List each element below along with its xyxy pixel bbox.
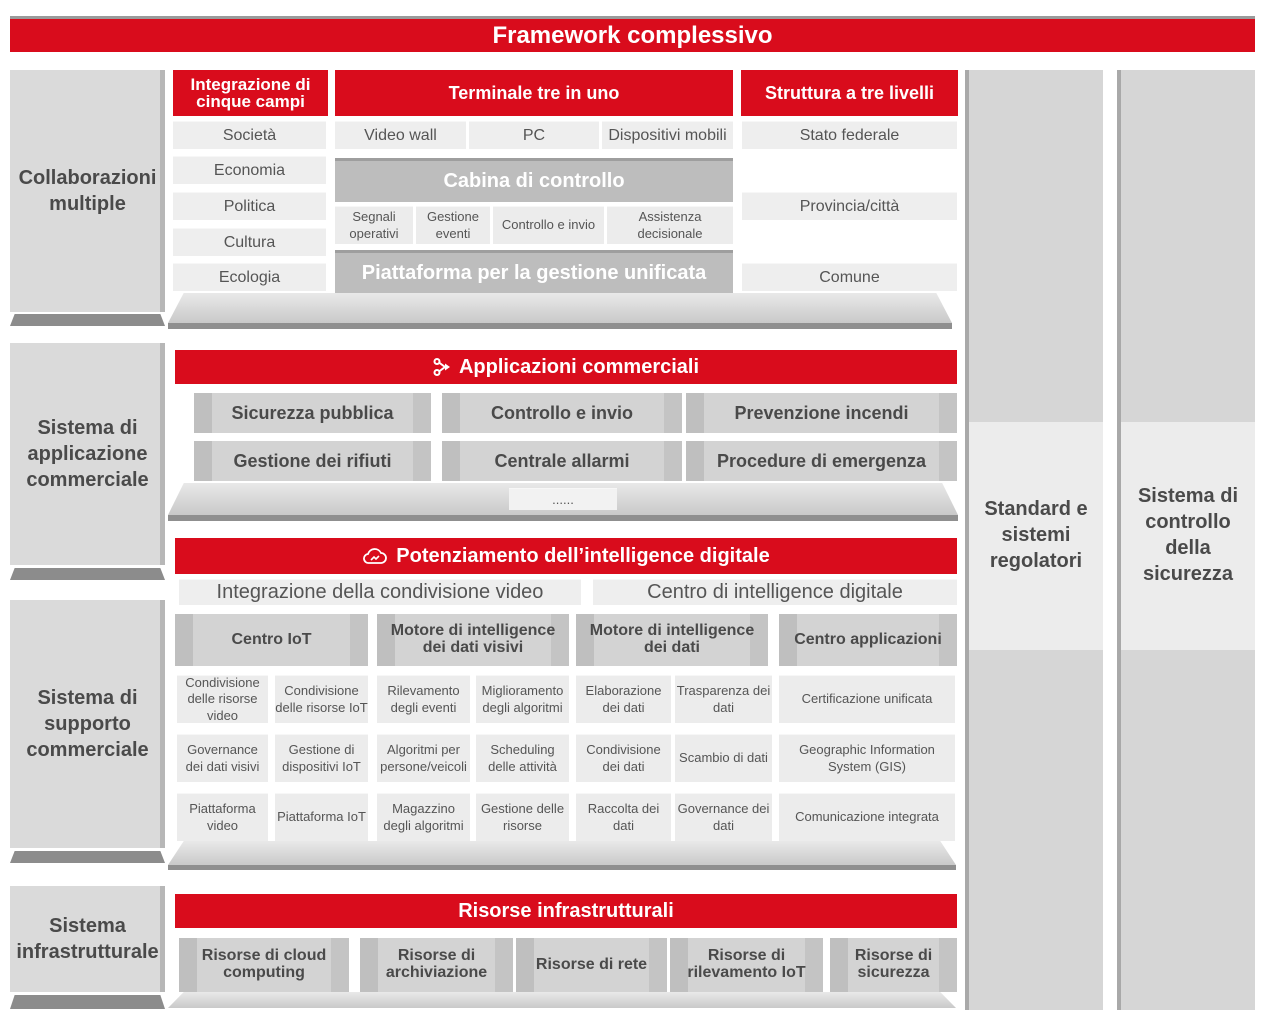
share-icon [433, 358, 453, 376]
infra-item: Risorse di rilevamento IoT [670, 938, 823, 992]
cloud-icon [362, 546, 388, 566]
support-cell: Trasparenza dei dati [675, 675, 772, 723]
category-base [10, 314, 165, 326]
support-cell: Comunicazione integrata [779, 793, 955, 841]
app-item: Controllo e invio [442, 393, 682, 433]
column-shade [1121, 650, 1255, 1010]
app-item: Gestione dei rifiuti [194, 441, 431, 481]
support-cell: Raccolta dei dati [576, 793, 671, 841]
terminal-item: Video wall [335, 121, 466, 149]
infra-item: Risorse di archiviazione [360, 938, 513, 992]
support-cell: Gestione di dispositivi IoT [275, 734, 368, 782]
iot-center-module: Centro IoT [175, 614, 368, 666]
level-item: Provincia/città [742, 192, 957, 220]
category-application: Sistema di applicazione commerciale [10, 343, 165, 565]
support-header-label: Potenziamento dell’intelligence digitale [396, 544, 770, 567]
support-cell: Governance dei dati [675, 793, 772, 841]
infra-item: Risorse di cloud computing [179, 938, 349, 992]
fields-header: Integrazione di cinque campi [173, 70, 328, 116]
support-cell: Elaborazione dei dati [576, 675, 671, 723]
support-cell: Piattaforma IoT [275, 793, 368, 841]
support-cell: Scheduling delle attività [476, 734, 569, 782]
security-column: Sistema di controllo della sicurezza [1117, 70, 1255, 1010]
support-cell: Condivisione delle risorse IoT [275, 675, 368, 723]
support-cell: Governance dei dati visivi [177, 734, 268, 782]
digital-intelligence-center: Centro di intelligence digitale [593, 579, 957, 605]
standards-column: Standard e sistemi regolatori [965, 70, 1103, 1010]
apps-header-label: Applicazioni commerciali [458, 355, 700, 378]
category-base [10, 568, 165, 580]
terminal-header: Terminale tre in uno [335, 70, 733, 116]
terminal-item: Dispositivi mobili [602, 121, 733, 149]
column-shade [969, 70, 1103, 422]
app-item: Sicurezza pubblica [194, 393, 431, 433]
support-header: Potenziamento dell’intelligence digitale [175, 538, 957, 574]
cockpit-item: Gestione eventi [416, 206, 490, 244]
support-cell: Algoritmi per persone/veicoli [377, 734, 470, 782]
field-item: Società [173, 121, 326, 149]
field-item: Economia [173, 156, 326, 184]
category-base [10, 995, 165, 1009]
infra-header: Risorse infrastrutturali [175, 894, 957, 928]
column-shade [969, 650, 1103, 1010]
apps-floor-edge [168, 515, 958, 521]
app-item: Centrale allarmi [442, 441, 682, 481]
infra-floor [168, 992, 956, 1008]
infra-item: Risorse di rete [516, 938, 667, 992]
category-collaborations: Collaborazioni multiple [10, 70, 165, 312]
support-cell: Certificazione unificata [779, 675, 955, 723]
support-cell: Piattaforma video [177, 793, 268, 841]
support-cell: Condivisione dei dati [576, 734, 671, 782]
terminal-item: PC [469, 121, 599, 149]
applications-center-module: Centro applicazioni [779, 614, 957, 666]
app-item: Procedure di emergenza [686, 441, 957, 481]
support-cell: Geographic Information System (GIS) [779, 734, 955, 782]
visual-data-engine-module: Motore di intelligence dei dati visivi [377, 614, 569, 666]
support-floor [168, 841, 956, 865]
app-item: Prevenzione incendi [686, 393, 957, 433]
video-sharing-integration: Integrazione della condivisione video [179, 579, 581, 605]
cockpit-header: Cabina di controllo [335, 158, 733, 202]
level-item: Stato federale [742, 121, 957, 149]
category-support: Sistema di supporto commerciale [10, 600, 165, 848]
category-infrastructure: Sistema infrastrutturale [10, 886, 165, 992]
more-apps: ...... [509, 488, 617, 510]
collab-floor [168, 293, 952, 323]
column-highlight [969, 422, 1103, 650]
support-cell: Gestione delle risorse [476, 793, 569, 841]
field-item: Cultura [173, 228, 326, 256]
platform-header: Piattaforma per la gestione unificata [335, 250, 733, 294]
infra-item: Risorse di sicurezza [830, 938, 957, 992]
cockpit-item: Segnali operativi [335, 206, 413, 244]
column-shade [1121, 70, 1255, 422]
cockpit-item: Controllo e invio [493, 206, 604, 244]
cockpit-item: Assistenza decisionale [607, 206, 733, 244]
support-floor-edge [168, 865, 956, 870]
level-item: Comune [742, 263, 957, 291]
collab-floor-edge [168, 323, 952, 329]
support-cell: Magazzino degli algoritmi [377, 793, 470, 841]
column-highlight [1121, 422, 1255, 650]
support-cell: Miglioramento degli algoritmi [476, 675, 569, 723]
field-item: Ecologia [173, 263, 326, 291]
framework-title: Framework complessivo [10, 16, 1255, 52]
support-cell: Condivisione delle risorse video [177, 675, 268, 723]
security-label: Sistema di controllo della sicurezza [1137, 485, 1239, 585]
field-item: Politica [173, 192, 326, 220]
support-cell: Rilevamento degli eventi [377, 675, 470, 723]
standards-label: Standard e sistemi regolatori [984, 498, 1088, 572]
support-cell: Scambio di dati [675, 734, 772, 782]
category-base [10, 851, 165, 863]
apps-header: Applicazioni commerciali [175, 350, 957, 384]
levels-header: Struttura a tre livelli [741, 70, 958, 116]
data-engine-module: Motore di intelligence dei dati [576, 614, 768, 666]
